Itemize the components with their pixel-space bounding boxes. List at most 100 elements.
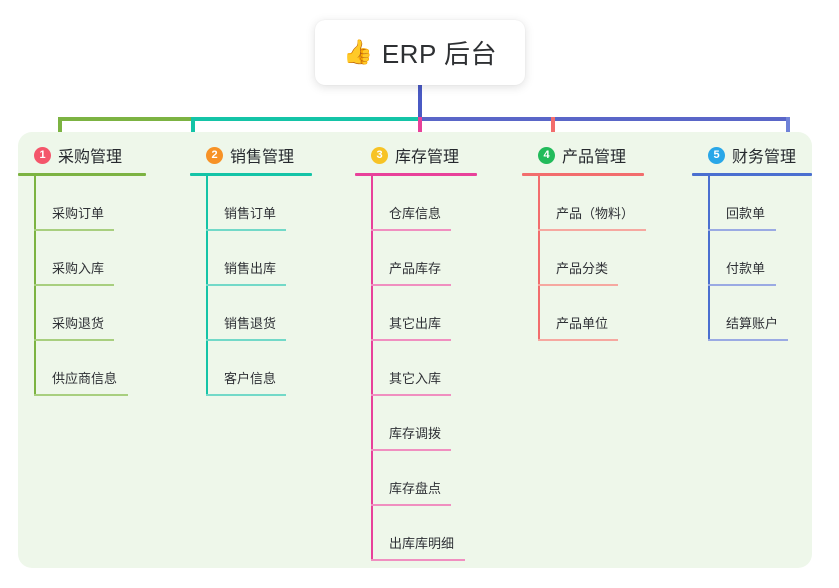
leaf-item-label: 结算账户 xyxy=(726,316,779,331)
leaf-item[interactable]: 销售出库 xyxy=(190,231,312,286)
column-spine-2 xyxy=(206,176,208,396)
leaf-item-label: 其它入库 xyxy=(389,371,442,386)
leaf-item[interactable]: 采购退货 xyxy=(18,286,146,341)
column-1: 1 采购管理采购订单采购入库采购退货供应商信息 xyxy=(18,142,146,396)
leaf-item[interactable]: 其它入库 xyxy=(355,341,477,396)
column-title-4: 产品管理 xyxy=(562,149,627,166)
leaf-item-rule xyxy=(371,449,451,451)
column-rule-4 xyxy=(522,173,644,176)
column-2: 2 销售管理销售订单销售出库销售退货客户信息 xyxy=(190,142,312,396)
leaf-item-rule xyxy=(538,284,618,286)
leaf-item[interactable]: 产品（物料） xyxy=(522,176,646,231)
column-4: 4 产品管理产品（物料） 产品分类产品单位 xyxy=(522,142,646,341)
leaf-item-label: 销售订单 xyxy=(224,206,277,221)
leaf-item[interactable]: 供应商信息 xyxy=(18,341,146,396)
diagram-panel xyxy=(18,132,812,568)
leaf-item-rule xyxy=(708,339,788,341)
column-items-2: 销售订单销售出库销售退货客户信息 xyxy=(190,176,312,396)
column-rule-2 xyxy=(190,173,312,176)
leaf-item-label: 供应商信息 xyxy=(52,371,118,386)
column-5: 5 财务管理回款单付款单结算账户 xyxy=(692,142,812,341)
leaf-item[interactable]: 库存调拨 xyxy=(355,396,477,451)
leaf-item-label: 回款单 xyxy=(726,206,766,221)
leaf-item-label: 出库库明细 xyxy=(389,536,455,551)
column-title-1: 采购管理 xyxy=(58,149,123,166)
column-badge-icon-4: 4 xyxy=(538,146,555,164)
column-title-5: 财务管理 xyxy=(732,149,797,166)
leaf-item[interactable]: 销售订单 xyxy=(190,176,312,231)
column-3: 3 库存管理仓库信息产品库存其它出库其它入库库存调拨库存盘点出库库明细 xyxy=(355,142,477,561)
leaf-item-rule xyxy=(538,339,618,341)
leaf-item[interactable]: 其它出库 xyxy=(355,286,477,341)
leaf-item-rule xyxy=(34,229,114,231)
leaf-item-rule xyxy=(708,284,776,286)
column-items-5: 回款单付款单结算账户 xyxy=(692,176,812,341)
leaf-item-label: 产品分类 xyxy=(556,261,609,276)
leaf-item-rule xyxy=(34,394,128,396)
leaf-item-rule xyxy=(371,339,451,341)
leaf-item[interactable]: 采购入库 xyxy=(18,231,146,286)
column-rule-1 xyxy=(18,173,146,176)
leaf-item[interactable]: 销售退货 xyxy=(190,286,312,341)
column-badge-icon-2: 2 xyxy=(206,146,223,164)
leaf-item-rule xyxy=(206,229,286,231)
leaf-item-rule xyxy=(34,284,114,286)
column-header-5[interactable]: 5 财务管理 xyxy=(692,142,812,168)
leaf-item[interactable]: 结算账户 xyxy=(692,286,812,341)
leaf-item-label: 库存盘点 xyxy=(389,481,442,496)
leaf-item-label: 其它出库 xyxy=(389,316,442,331)
root-node-content: 👍 ERP 后台 xyxy=(343,34,497,71)
leaf-item-rule xyxy=(538,229,646,231)
thumbs-up-icon: 👍 xyxy=(342,38,373,66)
column-rule-5 xyxy=(692,173,812,176)
leaf-item[interactable]: 库存盘点 xyxy=(355,451,477,506)
leaf-item-rule xyxy=(206,284,286,286)
column-badge-icon-1: 1 xyxy=(34,146,51,164)
root-node-label: ERP 后台 xyxy=(381,39,498,69)
column-badge-icon-3: 3 xyxy=(371,146,388,164)
leaf-item[interactable]: 产品单位 xyxy=(522,286,644,341)
leaf-item[interactable]: 采购订单 xyxy=(18,176,146,231)
leaf-item-label: 产品单位 xyxy=(556,316,609,331)
leaf-item-label: 付款单 xyxy=(726,261,766,276)
column-title-2: 销售管理 xyxy=(230,149,295,166)
column-badge-icon-5: 5 xyxy=(708,146,725,164)
leaf-item-rule xyxy=(206,339,286,341)
leaf-item-label: 销售出库 xyxy=(224,261,277,276)
leaf-item-label: 采购退货 xyxy=(52,316,105,331)
column-spine-3 xyxy=(371,176,373,561)
leaf-item[interactable]: 客户信息 xyxy=(190,341,312,396)
column-items-4: 产品（物料） 产品分类产品单位 xyxy=(522,176,646,341)
root-node-card[interactable]: 👍 ERP 后台 xyxy=(315,20,525,85)
column-title-3: 库存管理 xyxy=(395,149,460,166)
leaf-item[interactable]: 产品库存 xyxy=(355,231,477,286)
leaf-item-rule xyxy=(371,504,451,506)
leaf-item[interactable]: 产品分类 xyxy=(522,231,644,286)
column-header-4[interactable]: 4 产品管理 xyxy=(522,142,644,168)
column-spine-1 xyxy=(34,176,36,396)
leaf-item-rule xyxy=(34,339,114,341)
leaf-item-rule xyxy=(371,284,451,286)
leaf-item-rule xyxy=(708,229,776,231)
leaf-item-label: 仓库信息 xyxy=(389,206,442,221)
leaf-item-rule xyxy=(371,229,451,231)
leaf-item-rule xyxy=(371,559,465,561)
leaf-item-label: 产品（物料） xyxy=(556,206,635,221)
leaf-item-rule xyxy=(206,394,286,396)
leaf-item-label: 采购入库 xyxy=(52,261,105,276)
column-header-2[interactable]: 2 销售管理 xyxy=(190,142,312,168)
column-spine-4 xyxy=(538,176,540,341)
leaf-item-label: 销售退货 xyxy=(224,316,277,331)
leaf-item[interactable]: 出库库明细 xyxy=(355,506,477,561)
column-items-3: 仓库信息产品库存其它出库其它入库库存调拨库存盘点出库库明细 xyxy=(355,176,477,561)
leaf-item-rule xyxy=(371,394,451,396)
leaf-item[interactable]: 回款单 xyxy=(692,176,812,231)
column-header-3[interactable]: 3 库存管理 xyxy=(355,142,477,168)
leaf-item-label: 库存调拨 xyxy=(389,426,442,441)
leaf-item-label: 产品库存 xyxy=(389,261,442,276)
leaf-item[interactable]: 仓库信息 xyxy=(355,176,477,231)
leaf-item[interactable]: 付款单 xyxy=(692,231,812,286)
column-header-1[interactable]: 1 采购管理 xyxy=(18,142,146,168)
column-items-1: 采购订单采购入库采购退货供应商信息 xyxy=(18,176,146,396)
column-spine-5 xyxy=(708,176,710,341)
